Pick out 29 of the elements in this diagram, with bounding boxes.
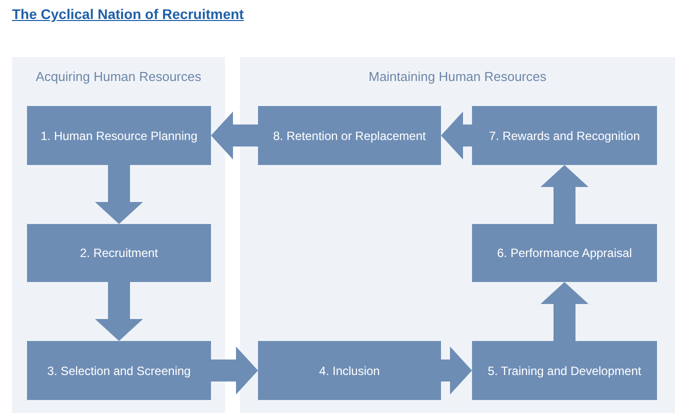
box-label: 1. Human Resource Planning	[40, 128, 198, 142]
diagram-title: The Cyclical Nation of Recruitment	[12, 6, 244, 22]
box-label: 8. Retention or Replacement	[272, 128, 427, 142]
block-arrow	[211, 346, 258, 394]
section-panel	[12, 57, 225, 413]
process-box	[258, 341, 441, 400]
process-box	[472, 341, 657, 400]
process-box	[27, 106, 211, 165]
block-arrow	[211, 112, 258, 160]
box-label: 3. Selection and Screening	[46, 364, 192, 378]
box-label: 7. Rewards and Recognition	[488, 128, 641, 142]
box-label: 4. Inclusion	[318, 364, 381, 378]
box-label: 2. Recruitment	[78, 246, 160, 260]
block-arrow	[441, 346, 472, 394]
process-box	[472, 224, 657, 282]
section-heading: Acquiring Human Resources	[34, 69, 202, 84]
box-label: 6. Performance Appraisal	[496, 246, 633, 260]
block-arrow	[95, 165, 143, 224]
process-box	[27, 224, 211, 282]
block-arrow	[540, 165, 588, 224]
section-heading: Maintaining Human Resources	[368, 69, 548, 84]
block-arrow	[540, 282, 588, 341]
section-panel	[240, 57, 675, 413]
block-arrow	[441, 112, 472, 160]
box-label: 5. Training and Development	[486, 364, 642, 378]
process-box	[27, 341, 211, 400]
block-arrow	[95, 282, 143, 341]
process-box	[472, 106, 657, 165]
process-box	[258, 106, 441, 165]
